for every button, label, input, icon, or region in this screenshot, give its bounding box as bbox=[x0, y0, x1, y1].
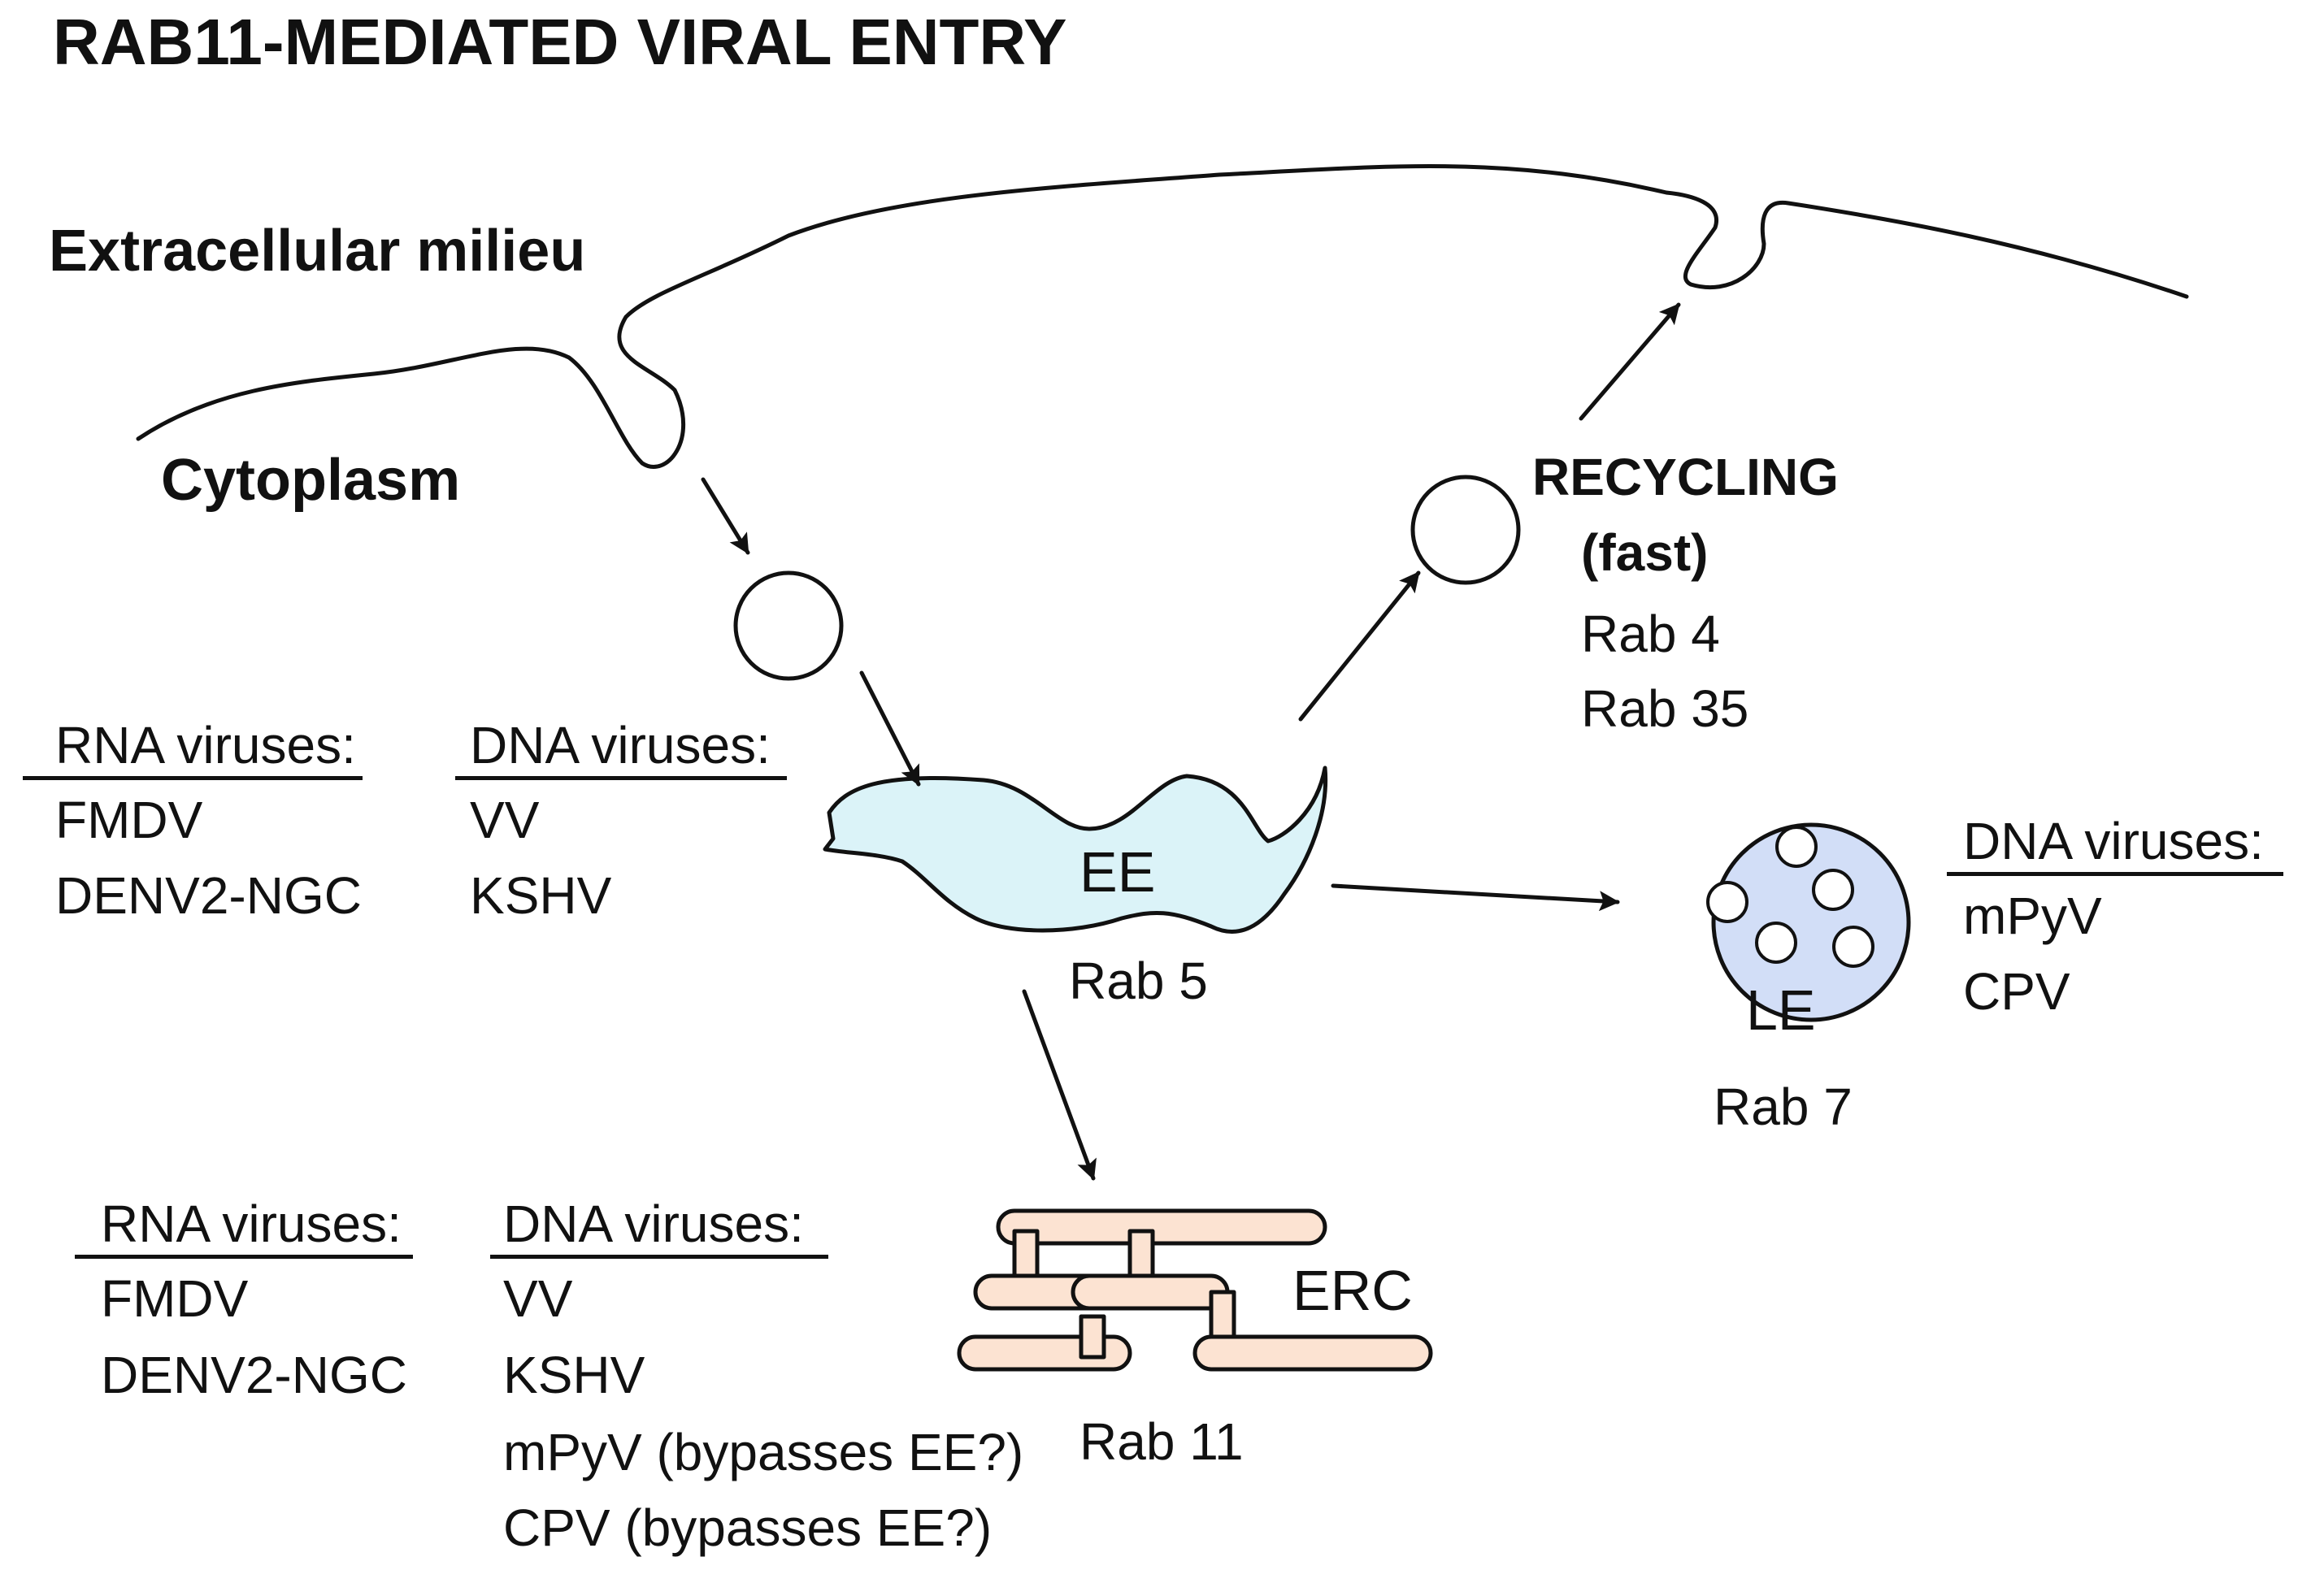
erc-rna-virus-item: FMDV bbox=[101, 1269, 249, 1328]
le-dna-viruses-header: DNA viruses: bbox=[1947, 815, 2283, 876]
extracellular-label: Extracellular milieu bbox=[49, 219, 586, 284]
le-rab-label: Rab 7 bbox=[1714, 1078, 1853, 1136]
early-endosome bbox=[823, 765, 1328, 934]
plasma-membrane bbox=[136, 164, 2189, 469]
ee-dna-virus-item: VV bbox=[470, 791, 540, 849]
page-title: RAB11-MEDIATED VIRAL ENTRY bbox=[53, 6, 1067, 78]
arrow-invagination-to-vesicle bbox=[701, 477, 750, 555]
arrow-vesicle-to-ee bbox=[859, 670, 921, 787]
intraluminal-vesicle bbox=[1812, 869, 1854, 911]
erc-dna-virus-item: KSHV bbox=[503, 1346, 645, 1404]
recycling-subtitle: (fast) bbox=[1581, 523, 1709, 582]
cytoplasm-label: Cytoplasm bbox=[161, 448, 461, 513]
intraluminal-vesicle bbox=[1755, 922, 1797, 964]
late-endosome bbox=[1706, 822, 1911, 1022]
ee-rna-virus-item: DENV2-NGC bbox=[55, 866, 362, 925]
ee-rna-viruses-header: RNA viruses: bbox=[23, 719, 363, 780]
intraluminal-vesicle bbox=[1832, 926, 1874, 968]
erc-label: ERC bbox=[1292, 1259, 1413, 1322]
endocytic-vesicle bbox=[733, 570, 844, 681]
arrow-ee-to-recycling-vesicle bbox=[1298, 570, 1421, 722]
ee-dna-viruses-header: DNA viruses: bbox=[455, 719, 787, 780]
recycling-rab-35: Rab 35 bbox=[1581, 679, 1749, 738]
ee-dna-virus-item: KSHV bbox=[470, 866, 612, 925]
ee-label: EE bbox=[1079, 840, 1156, 904]
erc-rab-label: Rab 11 bbox=[1079, 1412, 1244, 1471]
le-dna-virus-item: CPV bbox=[1963, 962, 2070, 1021]
erc-dna-virus-item: VV bbox=[503, 1269, 573, 1328]
intraluminal-vesicle bbox=[1775, 826, 1818, 868]
ee-rab-label: Rab 5 bbox=[1069, 952, 1208, 1010]
erc-rna-virus-item: DENV2-NGC bbox=[101, 1346, 407, 1404]
arrow-ee-to-erc bbox=[1022, 989, 1097, 1181]
erc-dna-virus-item: CPV (bypasses EE?) bbox=[503, 1498, 993, 1557]
recycling-vesicle bbox=[1410, 475, 1521, 585]
intraluminal-vesicle bbox=[1706, 881, 1748, 923]
erc-dna-viruses-header: DNA viruses: bbox=[490, 1198, 828, 1259]
le-dna-virus-item: mPyV bbox=[1963, 887, 2102, 945]
arrow-ee-to-le bbox=[1331, 883, 1620, 912]
ee-rna-virus-item: FMDV bbox=[55, 791, 203, 849]
le-label: LE bbox=[1746, 978, 1816, 1042]
arrow-recycling-to-membrane bbox=[1579, 302, 1681, 421]
recycling-rab-4: Rab 4 bbox=[1581, 605, 1720, 663]
erc-dna-virus-item: mPyV (bypasses EE?) bbox=[503, 1423, 1024, 1481]
recycling-title: RECYCLING bbox=[1532, 448, 1839, 506]
endocytic-recycling-compartment bbox=[957, 1208, 1433, 1372]
erc-rna-viruses-header: RNA viruses: bbox=[75, 1198, 413, 1259]
